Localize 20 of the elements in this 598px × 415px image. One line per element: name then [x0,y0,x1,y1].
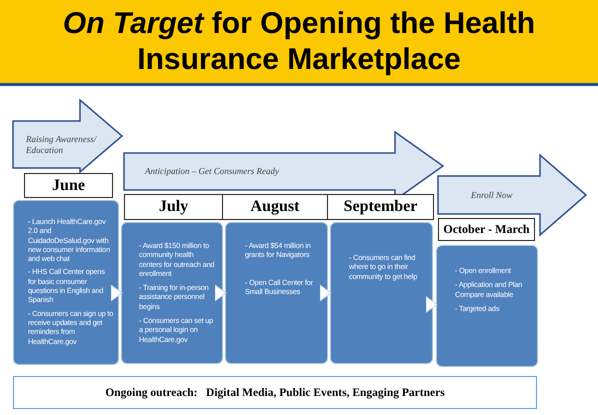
title: On Target for Opening the Health Insurance Marketplace [62,6,536,78]
milestone-card [436,245,538,367]
phase-label: Anticipation – Get Consumers Ready [145,165,280,178]
chevron-arrow [320,284,332,302]
chevron-arrow [426,296,438,313]
month-header: July [124,194,223,220]
month-header: October - March [438,218,535,241]
phase-label: Raising Awareness/ Education [26,132,98,156]
milestone-card [225,222,328,364]
milestone-card [121,222,223,364]
outreach-banner [13,376,537,409]
milestone-card [13,200,119,365]
phase-label: Enroll Now [471,188,514,202]
month-header: September [327,194,434,220]
chevron-arrow [214,284,226,302]
month-header: June [24,173,113,198]
milestone-card [330,222,433,364]
chevron-arrow [110,284,122,302]
outreach-text: Ongoing outreach: Digital Media, Public Events, Engaging Partners [105,386,445,398]
month-header: August [222,194,328,220]
